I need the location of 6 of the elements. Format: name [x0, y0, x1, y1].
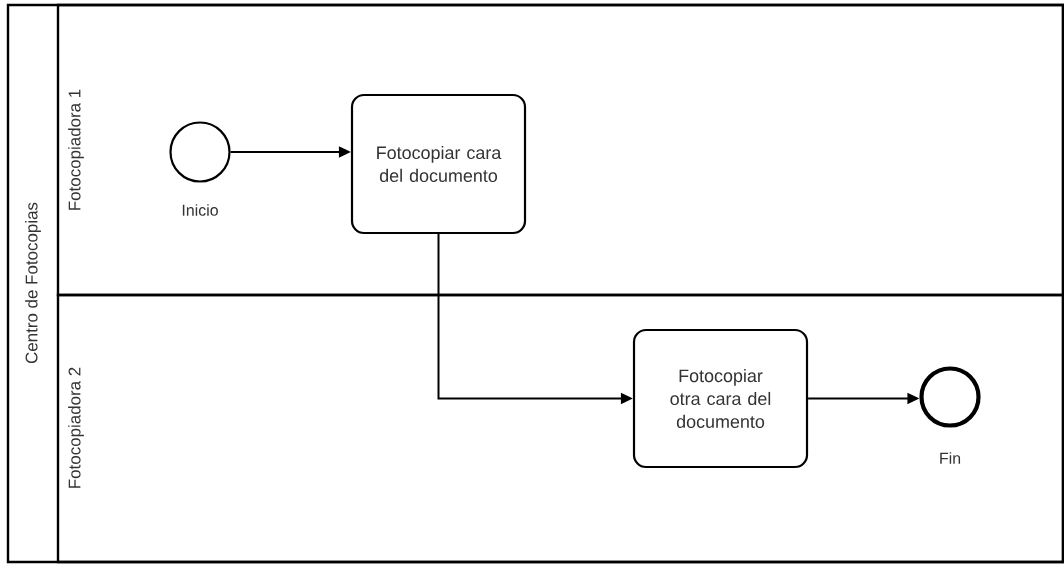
event-circle	[169, 121, 231, 183]
event-label: Inicio	[182, 204, 218, 216]
event-label: Fin	[940, 452, 961, 464]
task-box: Fotocopiar cara del documento	[350, 93, 527, 235]
task-box: Fotocopiar otra cara del documento	[632, 328, 809, 469]
event-circle	[919, 366, 981, 428]
